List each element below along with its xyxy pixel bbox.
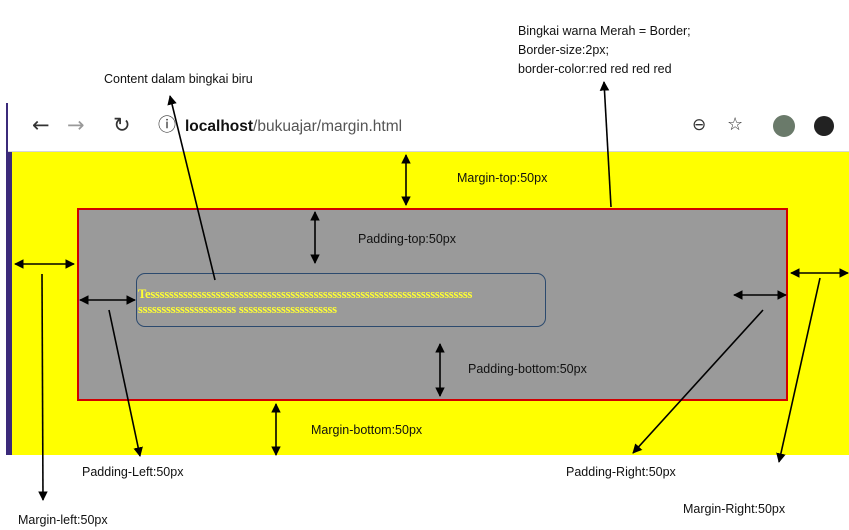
margin-bottom-label: Margin-bottom:50px xyxy=(311,423,423,437)
extension-icon[interactable] xyxy=(814,116,834,136)
content-pointer xyxy=(167,95,216,281)
back-arrow-icon[interactable]: ← xyxy=(32,113,50,137)
border-label-line-3: border-color:red red red red xyxy=(518,62,672,76)
info-icon[interactable]: ⓘ xyxy=(158,115,176,136)
border-label-line-2: Border-size:2px; xyxy=(518,43,610,57)
content-box xyxy=(136,273,546,327)
url-path: /bukuajar/margin.html xyxy=(253,118,403,135)
forward-arrow-icon[interactable]: → xyxy=(67,113,85,137)
browser-toolbar: ← → ↻ ⓘ ⊖ ☆ xyxy=(8,103,849,152)
margin-right-label: Margin-Right:50px xyxy=(683,502,786,516)
border-label-line-1: Bingkai warna Merah = Border; xyxy=(518,24,691,38)
border-pointer xyxy=(599,81,612,208)
content-line-2: sssssssssssssssssssss ssssssssssssssssss… xyxy=(138,302,337,316)
content-line-1: Tessssssssssssssssssssssssssssssssssssss… xyxy=(138,287,473,301)
padding-left-label: Padding-Left:50px xyxy=(82,465,184,479)
window-left-edge xyxy=(6,103,12,455)
margin-top-label: Margin-top:50px xyxy=(457,171,548,185)
margin-right-pointer xyxy=(776,277,821,463)
reload-icon[interactable]: ↻ xyxy=(113,113,131,137)
avatar-icon[interactable] xyxy=(773,115,795,137)
url-host: localhost xyxy=(185,118,254,135)
content-text: Tessssssssssssssssssssssssssssssssssssss… xyxy=(138,287,608,317)
padding-right-label: Padding-Right:50px xyxy=(566,465,676,479)
content-label: Content dalam bingkai biru xyxy=(104,72,253,86)
padding-bottom-label: Padding-bottom:50px xyxy=(468,362,587,376)
border-box xyxy=(77,208,788,401)
padding-top-label: Padding-top:50px xyxy=(358,232,456,246)
zoom-icon[interactable]: ⊖ xyxy=(692,115,707,135)
padding-right-pointer xyxy=(632,309,764,454)
margin-left-label: Margin-left:50px xyxy=(18,513,108,527)
padding-left-pointer xyxy=(108,309,143,457)
star-icon[interactable]: ☆ xyxy=(727,114,744,135)
margin-left-pointer xyxy=(38,273,48,501)
address-bar[interactable]: localhost/bukuajar/margin.html xyxy=(185,118,402,136)
